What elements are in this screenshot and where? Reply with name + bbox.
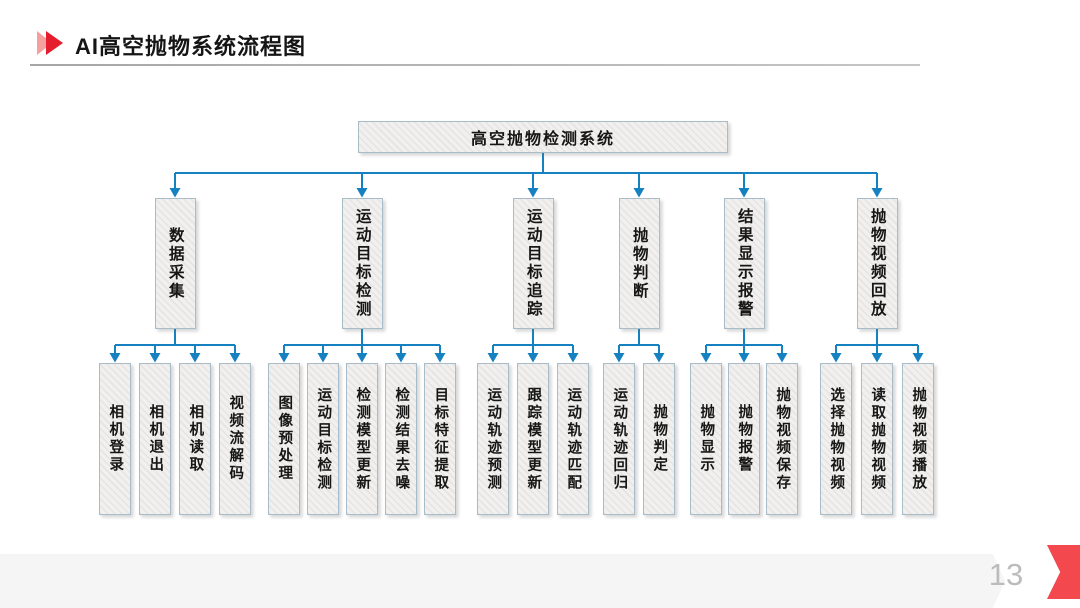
leaf-node: 运动轨迹回归 xyxy=(603,363,635,515)
branch-node: 抛物判断 xyxy=(618,198,660,329)
leaf-node: 运动轨迹匹配 xyxy=(557,363,589,515)
branch-node: 数据采集 xyxy=(154,198,196,329)
leaf-node: 抛物判定 xyxy=(643,363,675,515)
branch-node-label: 数据采集 xyxy=(166,226,184,301)
leaf-node-label: 相机退出 xyxy=(147,404,164,474)
leaf-node-label: 跟踪模型更新 xyxy=(525,386,542,492)
branch-node: 运动目标检测 xyxy=(341,198,383,329)
branch-node-label: 抛物判断 xyxy=(630,226,648,301)
leaf-node-label: 相机登录 xyxy=(107,404,124,474)
leaf-node-label: 读取抛物视频 xyxy=(869,386,886,492)
root-node: 高空抛物检测系统 xyxy=(358,121,728,153)
leaf-node-label: 抛物判定 xyxy=(651,404,668,474)
leaf-node: 抛物视频保存 xyxy=(766,363,798,515)
branch-node-label: 运动目标检测 xyxy=(353,208,371,319)
leaf-node: 视频流解码 xyxy=(219,363,251,515)
page-number: 13 xyxy=(988,557,1024,592)
branch-node: 抛物视频回放 xyxy=(856,198,898,329)
leaf-node: 相机登录 xyxy=(99,363,131,515)
page-title: AI高空抛物系统流程图 xyxy=(75,34,307,59)
leaf-node-label: 目标特征提取 xyxy=(432,386,449,492)
leaf-node-label: 检测模型更新 xyxy=(354,386,371,492)
leaf-node-label: 运动轨迹预测 xyxy=(485,386,502,492)
leaf-node-label: 相机读取 xyxy=(187,404,204,474)
leaf-node-label: 抛物视频保存 xyxy=(774,386,791,492)
leaf-node-label: 抛物视频播放 xyxy=(910,386,927,492)
leaf-node-label: 运动轨迹匹配 xyxy=(565,386,582,492)
root-node-label: 高空抛物检测系统 xyxy=(470,131,615,148)
leaf-node-label: 抛物报警 xyxy=(736,404,753,474)
leaf-node-label: 运动轨迹回归 xyxy=(611,386,628,492)
double-right-arrow-icon xyxy=(37,31,63,55)
leaf-node: 选择抛物视频 xyxy=(820,363,852,515)
leaf-node: 读取抛物视频 xyxy=(861,363,893,515)
leaf-node: 图像预处理 xyxy=(268,363,300,515)
leaf-node: 抛物报警 xyxy=(728,363,760,515)
leaf-node-label: 视频流解码 xyxy=(227,395,244,483)
branch-node-label: 抛物视频回放 xyxy=(868,208,886,319)
leaf-node: 检测结果去噪 xyxy=(385,363,417,515)
leaf-node: 目标特征提取 xyxy=(424,363,456,515)
leaf-node-label: 检测结果去噪 xyxy=(393,386,410,492)
branch-node: 结果显示报警 xyxy=(723,198,765,329)
leaf-node: 运动轨迹预测 xyxy=(477,363,509,515)
title-underline xyxy=(30,64,920,66)
branch-node-label: 结果显示报警 xyxy=(735,208,753,319)
leaf-node-label: 选择抛物视频 xyxy=(828,386,845,492)
leaf-node: 检测模型更新 xyxy=(346,363,378,515)
leaf-node: 相机读取 xyxy=(179,363,211,515)
leaf-node: 抛物显示 xyxy=(690,363,722,515)
leaf-node-label: 图像预处理 xyxy=(276,395,293,483)
branch-node-label: 运动目标追踪 xyxy=(524,208,542,319)
leaf-node: 抛物视频播放 xyxy=(902,363,934,515)
branch-node: 运动目标追踪 xyxy=(512,198,554,329)
leaf-node-label: 抛物显示 xyxy=(698,404,715,474)
leaf-node-label: 运动目标检测 xyxy=(315,386,332,492)
leaf-node: 运动目标检测 xyxy=(307,363,339,515)
leaf-node: 相机退出 xyxy=(139,363,171,515)
leaf-node: 跟踪模型更新 xyxy=(517,363,549,515)
footer-band xyxy=(0,554,1005,608)
